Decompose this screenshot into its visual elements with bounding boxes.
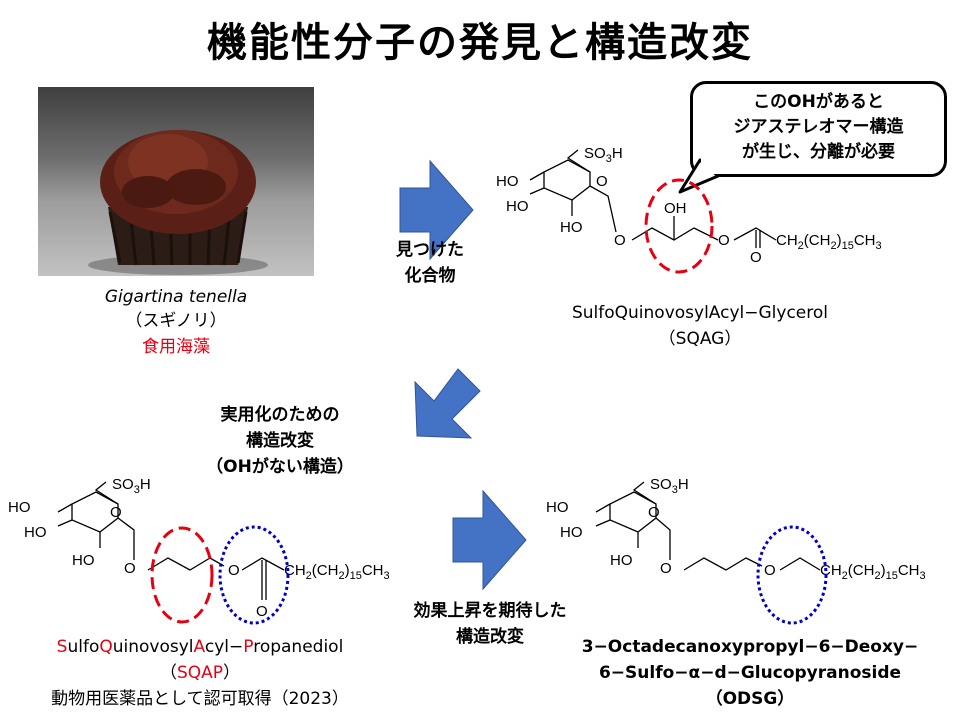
effect-label: 効果上昇を期待した 構造改変 [413, 601, 567, 647]
sqag-ho-label-3: HO [560, 219, 583, 236]
sqap-ho-label-3: HO [72, 552, 95, 569]
odsg-so3h-label: SO3H [650, 476, 689, 496]
odsg-ether-o: O [764, 562, 776, 579]
species-common-name: （スギノリ） [125, 311, 227, 331]
sqap-so3h-label: SO3H [112, 476, 151, 496]
sqap-ester-o: O [228, 562, 240, 579]
sqag-so3h-label: SO3H [584, 145, 623, 165]
sqag-ring-o: O [596, 173, 608, 190]
odsg-ring-o: O [648, 504, 660, 521]
arrow-down-left [414, 368, 481, 439]
sqag-glycosidic-o: O [614, 232, 626, 249]
odsg-name-line2: 6−Sulfo−α−d−Glucopyranoside [598, 663, 902, 683]
sqag-ho-label-1: HO [496, 173, 519, 190]
sqag-oh-highlight [644, 178, 714, 274]
sqap-approval-note: 動物用医薬品として認可取得（2023） [51, 689, 349, 709]
sqap-ester-highlight [218, 525, 290, 625]
seaweed-illustration [88, 130, 268, 275]
callout-text: このOHがあると ジアステレオマー構造 が生じ、分離が必要 [733, 92, 904, 162]
sqap-abbr: （SQAP） [159, 663, 241, 683]
odsg-ho-label-1: HO [546, 499, 569, 516]
sqag-alkyl-chain: CH2(CH2)15CH3 [776, 232, 882, 252]
odsg-alkyl-chain: CH2(CH2)15CH3 [820, 562, 926, 582]
sqag-name: SulfoQuinovosylAcyl−Glycerol [571, 303, 829, 323]
sqag-ho-label-2: HO [506, 198, 529, 215]
odsg-glycosidic-o: O [660, 560, 672, 577]
species-name: Gigartina tenella [104, 287, 248, 307]
callout-box [690, 81, 947, 177]
slide-title: 機能性分子の発見と構造改変 [207, 20, 753, 66]
sqap-removed-oh-highlight [150, 526, 214, 624]
sqap-carbonyl-o: O [256, 603, 268, 620]
sqap-name: SulfoQuinovosylAcyl−Propanediol [56, 637, 344, 657]
sqap-ho-label-1: HO [8, 499, 31, 516]
species-category: 食用海藻 [142, 337, 210, 357]
sqap-ho-label-2: HO [24, 524, 47, 541]
sqap-ring-o: O [110, 504, 122, 521]
odsg-ho-label-2: HO [560, 524, 583, 541]
odsg-ether-highlight [756, 525, 828, 625]
sqag-abbr: （SQAG） [658, 329, 742, 349]
sqag-ester-o: O [718, 232, 730, 249]
odsg-name-line1: 3−Octadecanoxypropyl−6−Deoxy− [581, 637, 919, 657]
odsg-ho-label-3: HO [610, 552, 633, 569]
modification-label: 実用化のための 構造改変 （OHがない構造） [206, 405, 354, 477]
arrow-right-bottom [452, 489, 527, 591]
sqap-glycosidic-o: O [124, 560, 136, 577]
found-compound-label: 見つけた 化合物 [396, 240, 464, 286]
seaweed-photo [38, 87, 314, 276]
sqag-carbonyl-o: O [750, 249, 762, 266]
odsg-abbr: （ODSG） [705, 689, 795, 709]
sqag-oh-label: OH [664, 200, 687, 217]
arrow-right-top [399, 159, 474, 261]
